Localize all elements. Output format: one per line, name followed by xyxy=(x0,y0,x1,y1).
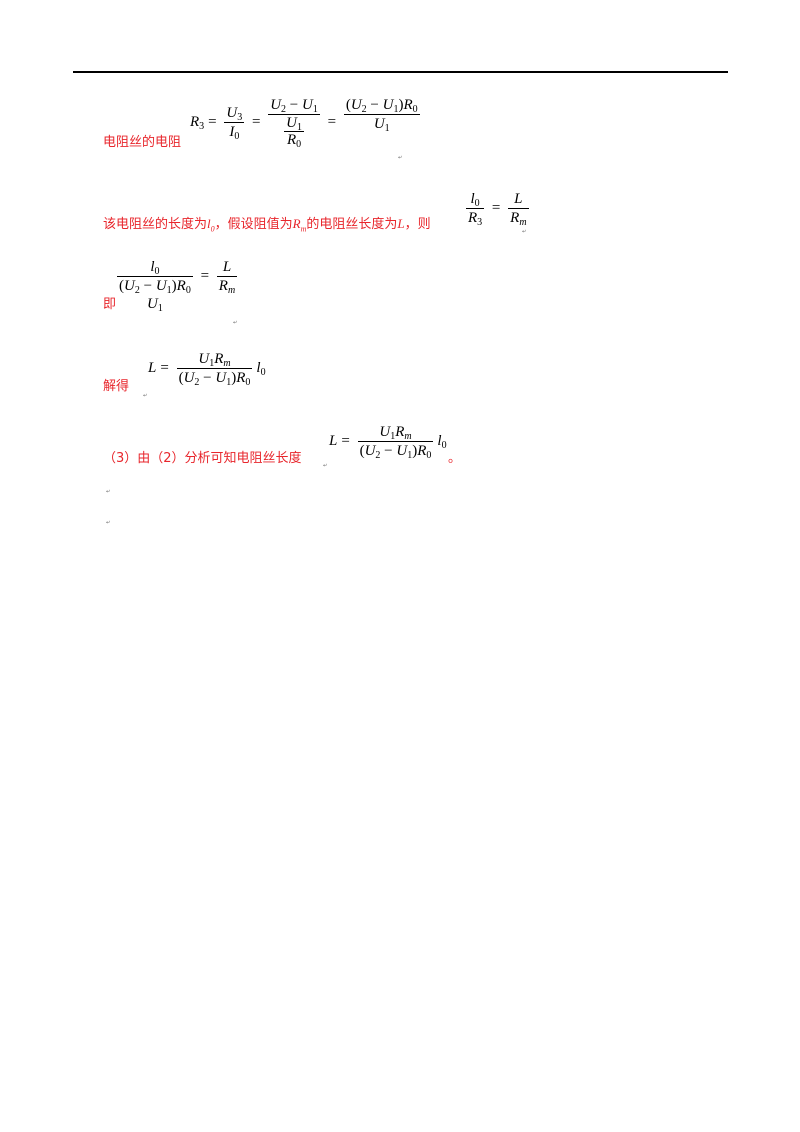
ie-label: 即 xyxy=(103,297,117,312)
symbol-l0: l0 xyxy=(207,216,215,234)
conclusion-period: 。 xyxy=(448,451,462,466)
length-text-c: 的电阻丝长度为 xyxy=(306,217,398,232)
length-statement: 该电阻丝的长度为l0，假设阻值为Rm的电阻丝长度为L，则 xyxy=(103,213,431,234)
length-text-a: 该电阻丝的长度为 xyxy=(103,217,208,232)
paragraph-mark: ↵ xyxy=(106,520,111,526)
header-rule xyxy=(73,71,728,73)
conclusion-label: （3）由（2）分析可知电阻丝长度 xyxy=(103,451,302,466)
paragraph-mark: ↵ xyxy=(143,393,148,399)
length-text-d: ，则 xyxy=(404,217,431,232)
resistance-label: 电阻丝的电阻 xyxy=(103,135,182,150)
length-text-b: ，假设阻值为 xyxy=(214,217,293,232)
paragraph-mark: ↵ xyxy=(233,320,238,326)
paragraph-mark: ↵ xyxy=(398,155,403,161)
symbol-rm: Rm xyxy=(292,216,307,234)
symbol-L: L xyxy=(397,216,405,231)
paragraph-mark: ↵ xyxy=(522,229,527,235)
paragraph-mark: ↵ xyxy=(106,489,111,495)
solve-label: 解得 xyxy=(103,379,130,394)
paragraph-mark: ↵ xyxy=(323,463,328,469)
